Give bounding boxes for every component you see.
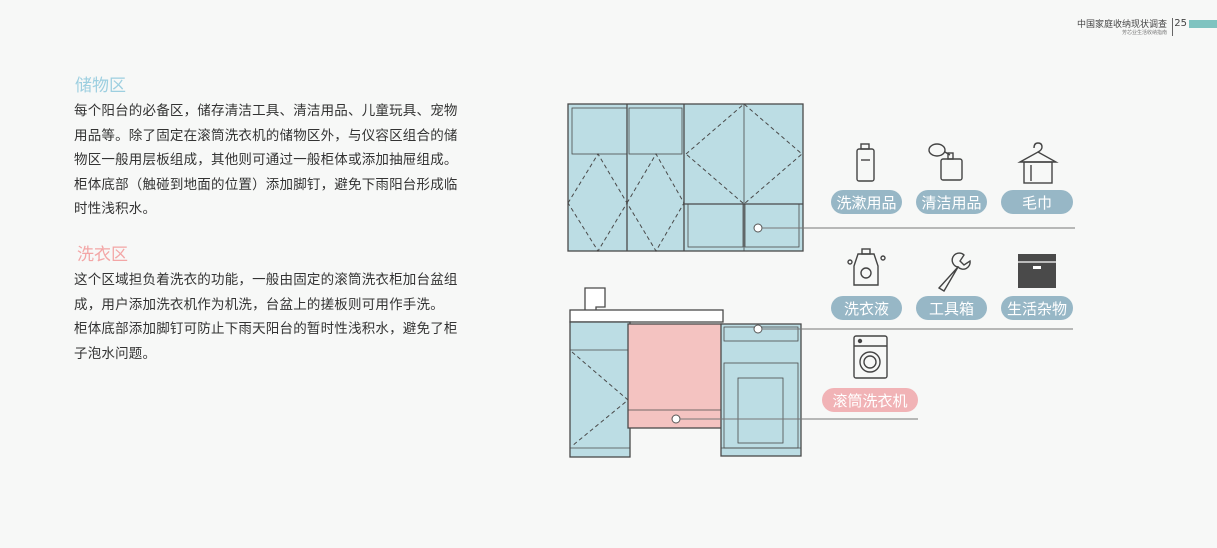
spray-bottle-icon [928, 143, 963, 181]
label-detergent: 洗衣液 [831, 296, 902, 320]
header-divider [1172, 18, 1173, 36]
text-line: 每个阳台的必备区，储存清洁工具、清洁用品、儿童玩具、宠物 [74, 103, 458, 119]
text-line: 这个区域担负着洗衣的功能，一般由固定的滚筒洗衣柜加台盆组 [74, 272, 458, 288]
laundry-zone-text: 这个区域担负着洗衣的功能，一般由固定的滚筒洗衣柜加台盆组 成，用户添加洗衣机作为… [74, 268, 484, 366]
text-line: 成，用户添加洗衣机作为机洗，台盆上的搓板则可用作手洗。 [74, 296, 444, 313]
towel-hanger-icon [1017, 142, 1059, 184]
wall-cabinet [567, 103, 804, 252]
wrench-icon [937, 252, 971, 292]
storage-zone-text: 每个阳台的必备区，储存清洁工具、清洁用品、儿童玩具、宠物 用品等。除了固定在滚筒… [74, 99, 484, 222]
header-title: 中国家庭收纳现状调查 [1076, 20, 1167, 30]
callout-dot [753, 223, 763, 233]
text-line: 用品等。除了固定在滚筒洗衣机的储物区外，与仪容区组合的储 [74, 127, 458, 144]
page-accent-bar [1189, 20, 1217, 28]
detergent-bottle-icon [847, 248, 886, 286]
laundry-cabinet [569, 287, 802, 458]
label-toolbox: 工具箱 [916, 296, 987, 320]
label-toiletries: 洗漱用品 [831, 190, 902, 214]
label-cleaning-supplies: 清洁用品 [916, 190, 987, 214]
laundry-zone-title: 洗衣区 [77, 245, 128, 265]
label-sundries: 生活杂物 [1001, 296, 1073, 320]
storage-box-icon [1018, 254, 1056, 288]
washing-machine-icon [853, 335, 888, 379]
callout-dot [753, 324, 763, 334]
callout-dot [671, 414, 681, 424]
text-line: 柜体底部（触碰到地面的位置）添加脚钉，避免下雨阳台形成临 [74, 176, 458, 193]
header-subtitle: 芳芯业生活收纳指南 [1121, 30, 1167, 36]
text-line: 时性浅积水。 [74, 201, 157, 218]
label-towels: 毛巾 [1001, 190, 1073, 214]
text-line: 子泡水问题。 [74, 345, 157, 362]
text-line: 物区一般用层板组成，其他则可通过一般柜体或添加抽屉组成。 [74, 152, 458, 169]
toiletry-bottle-icon [856, 143, 875, 182]
label-washing-machine: 滚筒洗衣机 [822, 388, 918, 412]
page-number: 25 [1174, 18, 1187, 29]
text-line: 柜体底部添加脚钉可防止下雨天阳台的暂时性浅积水，避免了柜 [74, 321, 458, 338]
storage-zone-title: 储物区 [75, 76, 126, 96]
